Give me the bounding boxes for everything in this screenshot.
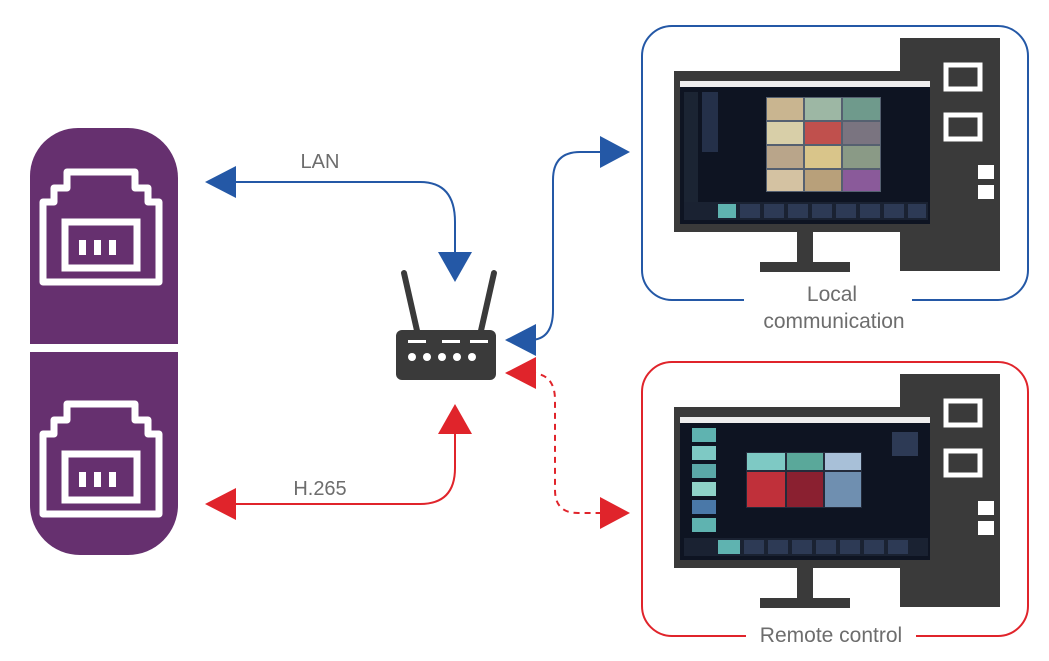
lan-label: LAN	[301, 151, 340, 173]
local-pc-group	[641, 25, 1029, 301]
ethernet-port-top-icon	[39, 168, 163, 286]
local-label-line1: Local	[807, 283, 857, 306]
remote-label: Remote control	[760, 624, 902, 647]
router-icon	[396, 270, 497, 380]
lan-connection	[205, 166, 472, 282]
ethernet-port-bottom-icon	[39, 400, 163, 518]
remote-pc-group	[641, 361, 1029, 637]
remote-connection	[505, 357, 630, 529]
local-label-line2: communication	[763, 310, 904, 333]
h265-connection	[205, 404, 472, 520]
local-connection	[505, 136, 630, 356]
h265-label: H.265	[293, 478, 346, 500]
